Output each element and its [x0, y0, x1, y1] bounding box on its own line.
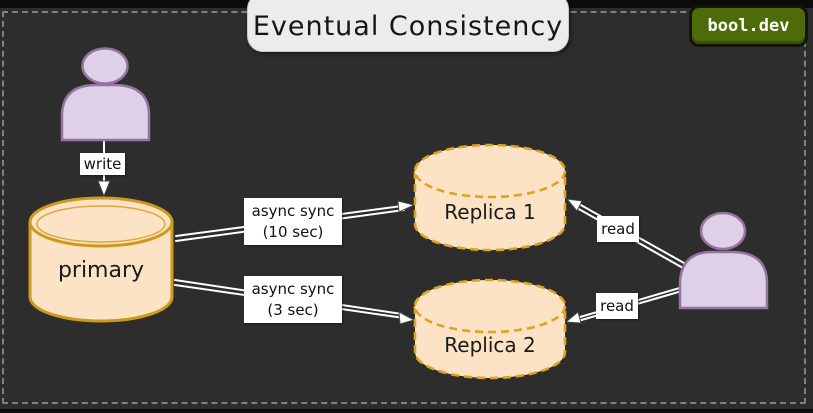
brand-badge-text: bool.dev: [707, 16, 790, 36]
replica1-db-top: [413, 143, 567, 199]
write-edge-label-text: write: [83, 155, 122, 173]
read-replica1-label-text: read: [601, 220, 635, 238]
read-replica2-label-text: read: [600, 297, 634, 315]
writer-user-head: [81, 47, 129, 85]
sync-replica2-label-line1: async sync: [251, 280, 335, 299]
sync-replica1-arrow-head: [397, 200, 416, 213]
primary-db-top-inner-sketch: [36, 205, 166, 243]
primary-db-cylinder: [28, 196, 174, 323]
read-replica2-edge-label: read: [596, 293, 638, 319]
primary-db-body: [28, 222, 174, 323]
replica2-db-cylinder: [413, 278, 567, 380]
brand-badge: bool.dev: [689, 5, 808, 47]
sync-replica2-label-line2: (3 sec): [267, 300, 319, 319]
write-arrow-head: [97, 180, 111, 198]
replica2-db-top: [413, 278, 567, 334]
read-replica1-arrow-head: [565, 198, 583, 212]
writer-user-icon: [60, 47, 151, 142]
replica1-db-cylinder: [413, 143, 567, 252]
read-replica1-edge-label: read: [597, 216, 639, 242]
sync-replica1-label-line2: (10 sec): [262, 222, 324, 241]
diagram-title-text: Eventual Consistency: [252, 11, 564, 42]
writer-user-body: [60, 83, 151, 142]
sync-replica1-edge-label: async sync (10 sec): [244, 198, 342, 245]
reader-user-head: [699, 211, 747, 251]
diagram-title-box: Eventual Consistency: [247, 0, 569, 52]
sync-replica2-edge-label: async sync (3 sec): [244, 276, 342, 323]
read-replica2-arrow-head: [564, 311, 582, 324]
reader-user-body: [678, 250, 769, 310]
reader-user-icon: [678, 211, 769, 310]
primary-db-top: [28, 196, 174, 248]
write-edge-label: write: [80, 153, 125, 175]
sync-replica1-label-line1: async sync: [251, 202, 335, 221]
sync-replica2-arrow-head: [398, 311, 416, 325]
